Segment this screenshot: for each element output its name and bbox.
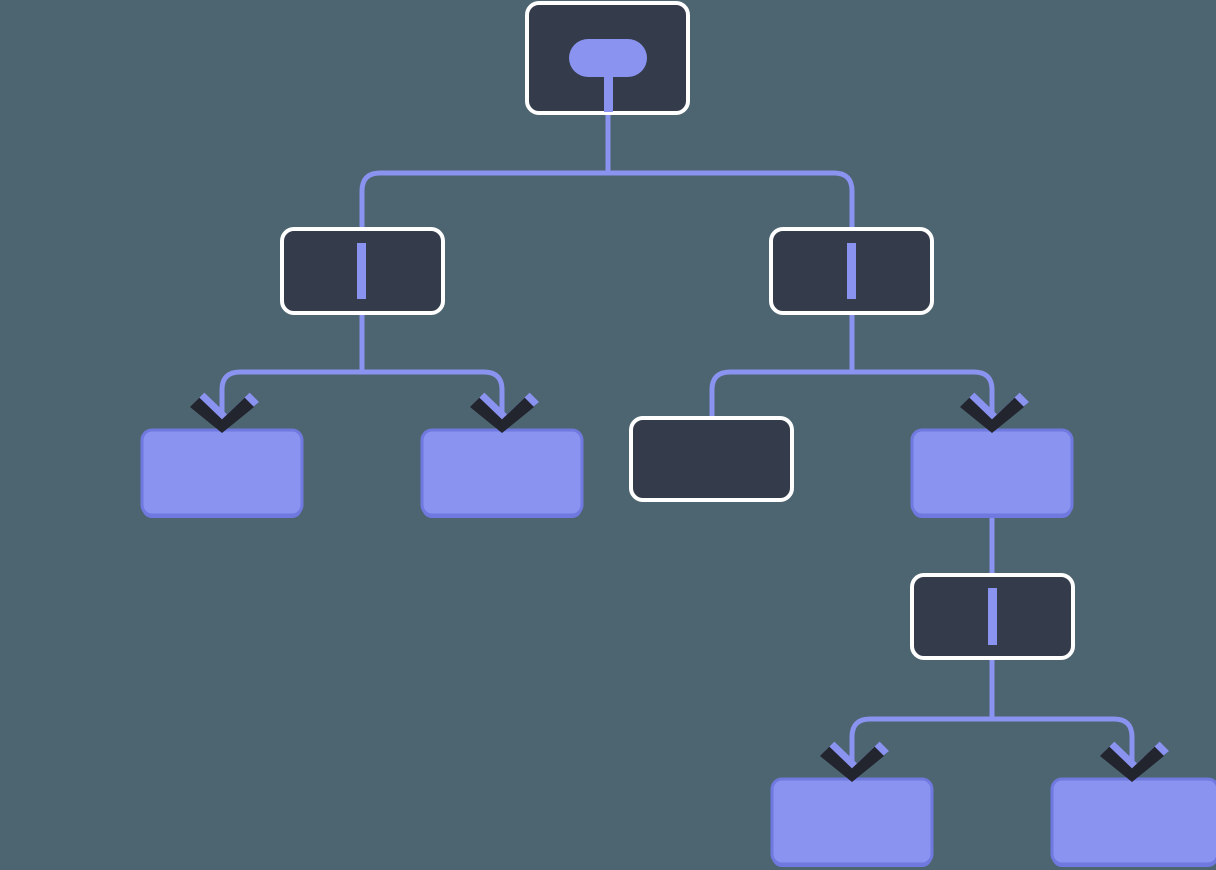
node-body (910, 428, 1074, 517)
edges-layer (219, 104, 1135, 782)
arrowhead-e-right-mid (960, 392, 1029, 433)
node-body (770, 777, 934, 866)
arrowhead-dark-chevron (960, 397, 1024, 433)
node-stem-glyph (604, 58, 613, 112)
node-bar-glyph (357, 243, 366, 299)
nodes-layer (140, 1, 1216, 867)
node-body (420, 428, 584, 517)
sub-branch-node[interactable] (910, 573, 1075, 660)
edge-right-to-dark-terminal (709, 369, 852, 420)
leaf-node-1[interactable] (140, 428, 304, 518)
edge-left-to-leaf-1 (219, 369, 362, 433)
arrowhead-e-sub-leaf3 (820, 741, 889, 782)
root-node[interactable] (525, 1, 690, 115)
leaf-node-4[interactable] (1050, 777, 1216, 867)
arrowhead-e-left-leaf1 (190, 392, 259, 433)
edge-sub-to-leaf-4 (992, 716, 1135, 782)
leaf-node-3[interactable] (770, 777, 934, 867)
arrowhead-dark-chevron (1100, 746, 1164, 782)
node-pill-glyph (569, 39, 647, 77)
edge-right-to-mid-right (852, 369, 995, 433)
arrowhead-dark-chevron (190, 397, 254, 433)
node-body (1050, 777, 1216, 866)
arrowheads-layer (190, 392, 1169, 782)
edge-left-to-leaf-2 (362, 369, 505, 433)
right-branch-node[interactable] (769, 227, 934, 315)
node-bar-glyph (988, 588, 997, 645)
node-bar-glyph (847, 243, 856, 299)
node-body (629, 416, 794, 502)
arrowhead-e-sub-leaf4 (1100, 741, 1169, 782)
edge-sub-to-leaf-3 (849, 716, 992, 782)
edge-root-to-right-branch (608, 170, 855, 243)
arrowhead-dark-chevron (820, 746, 884, 782)
arrowhead-e-left-leaf2 (470, 392, 539, 433)
arrowhead-dark-chevron (470, 397, 534, 433)
dark-terminal-node[interactable] (629, 416, 794, 502)
mid-right-node[interactable] (910, 428, 1074, 518)
left-branch-node[interactable] (280, 227, 445, 315)
node-body (140, 428, 304, 517)
leaf-node-2[interactable] (420, 428, 584, 518)
edge-root-to-left-branch (359, 170, 608, 243)
